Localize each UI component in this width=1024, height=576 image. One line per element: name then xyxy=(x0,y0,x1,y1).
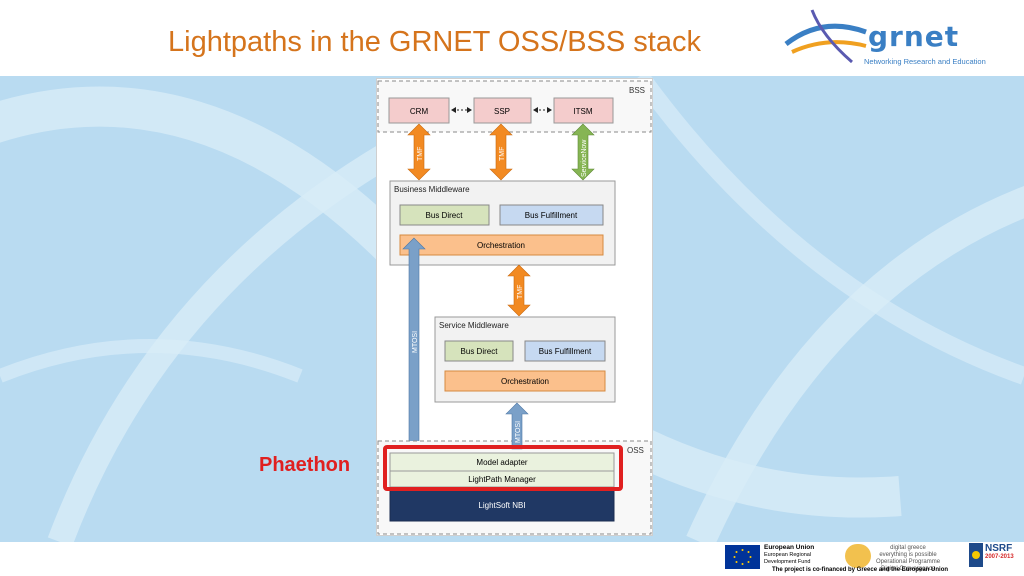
business-bus-fulfillment-box xyxy=(499,204,604,226)
phaethon-highlight xyxy=(383,445,623,491)
dg-line1: digital greece xyxy=(890,545,926,551)
model-adapter-label: Model adapter xyxy=(476,458,527,467)
servicenow-arrow: ServiceNow xyxy=(571,123,595,181)
ssp-itsm-link xyxy=(533,107,552,113)
mtosi-arrow-long: MTOSI xyxy=(402,237,426,450)
business-bus-direct-box xyxy=(399,204,490,226)
digital-greece-text: digital greece everything is possible Op… xyxy=(876,545,940,573)
logo-tagline: Networking Research and Education xyxy=(864,57,986,66)
lightpath-manager-label: LightPath Manager xyxy=(468,475,536,484)
service-orchestration-box xyxy=(444,370,606,392)
business-orchestration-box xyxy=(399,234,604,256)
service-bus-direct-box xyxy=(444,340,514,362)
lightsoft-nbi-box xyxy=(389,488,615,522)
tmf-arrow-ssp-label: TMF xyxy=(499,147,506,161)
tmf-arrow-ssp: TMF xyxy=(489,123,513,181)
tmf-arrow-crm: TMF xyxy=(407,123,431,181)
servicenow-arrow-label: ServiceNow xyxy=(581,139,588,177)
logo-wordmark: grnet xyxy=(868,20,960,53)
digital-greece-icon xyxy=(845,544,871,568)
mtosi-arrow-short-label: MTOSI xyxy=(515,421,522,443)
tmf-arrow-middleware: TMF xyxy=(507,264,531,317)
crm-box xyxy=(388,97,450,124)
eu-line2: Development Fund xyxy=(764,559,811,565)
nsrf-title: NSRF xyxy=(985,543,1013,554)
itsm-box xyxy=(553,97,614,124)
eu-flag-icon xyxy=(725,545,760,569)
service-bus-fulfillment-label: Bus Fulfillment xyxy=(539,347,592,356)
grnet-swoosh-icon xyxy=(784,9,867,64)
cofinance-note: The project is co-financed by Greece and… xyxy=(772,567,949,573)
business-middleware-title: Business Middleware xyxy=(394,185,470,194)
diagram-canvas: BSS CRM SSP ITSM TMF TMF ServiceNow xyxy=(377,80,652,535)
eu-fund-text: European Union European Regional Develop… xyxy=(764,544,814,566)
oss-label: OSS xyxy=(627,446,644,455)
phaethon-callout: Phaethon xyxy=(259,454,351,476)
dg-line3: Operational Programme xyxy=(876,559,941,565)
oss-bss-diagram: BSS CRM SSP ITSM TMF TMF ServiceNow xyxy=(376,78,653,536)
service-bus-fulfillment-box xyxy=(524,340,606,362)
business-bus-fulfillment-label: Bus Fulfillment xyxy=(525,211,578,220)
nsrf-logo: NSRF 2007-2013 xyxy=(969,543,1017,569)
tmf-arrow-middleware-label: TMF xyxy=(517,285,524,299)
service-middleware-title: Service Middleware xyxy=(439,321,509,330)
ssp-box xyxy=(473,97,532,124)
business-orchestration-label: Orchestration xyxy=(477,241,525,250)
nsrf-years: 2007-2013 xyxy=(985,554,1014,560)
mtosi-arrow-long-label: MTOSI xyxy=(412,331,419,353)
crm-label: CRM xyxy=(410,107,429,116)
dg-line2: everything is possible xyxy=(879,552,937,558)
service-bus-direct-label: Bus Direct xyxy=(461,347,499,356)
nsrf-flag-icon xyxy=(969,543,983,567)
itsm-label: ITSM xyxy=(573,107,592,116)
grnet-logo: grnet Networking Research and Education xyxy=(782,6,1018,68)
business-bus-direct-label: Bus Direct xyxy=(426,211,464,220)
tmf-arrow-crm-label: TMF xyxy=(417,147,424,161)
slide-header: Lightpaths in the GRNET OSS/BSS stack gr… xyxy=(0,0,1024,76)
bss-label: BSS xyxy=(629,86,645,95)
lightsoft-nbi-label: LightSoft NBI xyxy=(478,501,525,510)
dg-line4: Digital Convergence xyxy=(881,566,936,572)
eu-line1: European Regional xyxy=(764,552,812,558)
service-orchestration-label: Orchestration xyxy=(501,377,549,386)
ssp-label: SSP xyxy=(494,107,510,116)
crm-ssp-link xyxy=(451,107,472,113)
slide-title: Lightpaths in the GRNET OSS/BSS stack xyxy=(168,26,701,58)
eu-title: European Union xyxy=(764,544,815,551)
